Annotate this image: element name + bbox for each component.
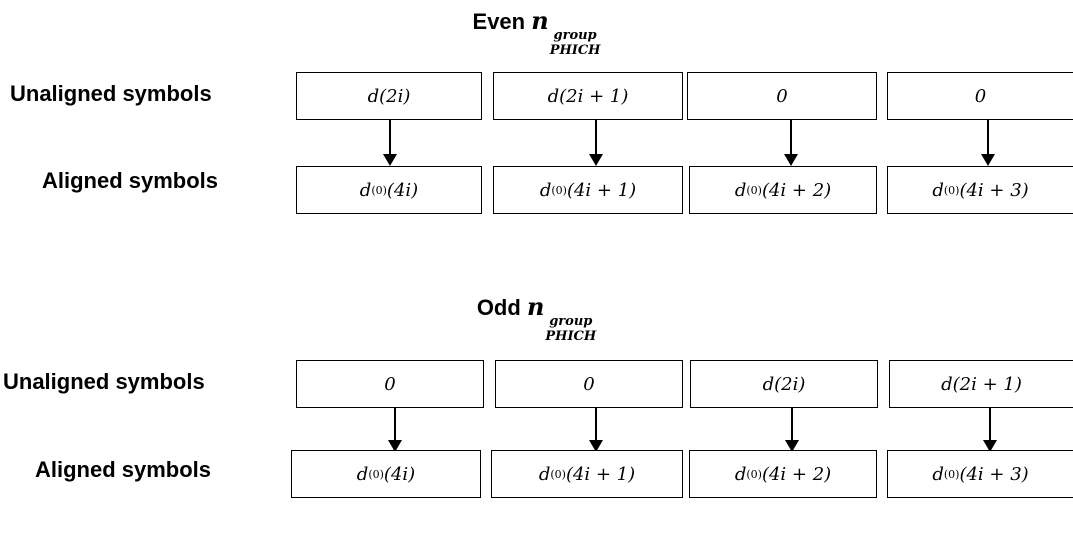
down-arrow-icon [981, 120, 995, 166]
symbol-base: d [539, 179, 552, 201]
symbol-superscript: (0) [551, 183, 567, 197]
symbol-text: d(2i + 1) [547, 85, 629, 107]
symbol-superscript: (0) [368, 467, 384, 481]
symbol-argument: (4i) [383, 463, 416, 485]
unaligned-symbol-box: d(2i) [296, 72, 482, 120]
symbol-superscript: (0) [943, 467, 960, 481]
aligned-symbol-box: d(0)(4i + 2) [689, 450, 877, 498]
symbol-base: d [932, 463, 944, 485]
aligned-symbol-box: d(0)(4i + 3) [887, 450, 1073, 498]
aligned-label: Aligned symbols [35, 457, 212, 482]
symbol-text: 0 [974, 85, 987, 107]
title-variable: n [526, 292, 545, 321]
symbol-superscript: (0) [371, 183, 387, 197]
unaligned-label: Unaligned symbols [3, 369, 205, 394]
title-variable: n [531, 6, 549, 35]
unaligned-symbol-box: d(2i + 1) [889, 360, 1073, 408]
down-arrow-icon [983, 408, 997, 452]
symbol-base: d [356, 463, 369, 485]
symbol-text: 0 [583, 373, 595, 395]
down-arrow-icon [383, 120, 397, 166]
title-superscript: group [553, 28, 597, 43]
symbol-text: d(2i) [367, 85, 411, 107]
aligned-symbol-box: d(0)(4i) [291, 450, 481, 498]
title-subscript: PHICH [549, 43, 601, 58]
down-arrow-icon [388, 408, 402, 452]
symbol-superscript: (0) [746, 467, 762, 481]
symbol-argument: (4i + 1) [566, 179, 637, 201]
aligned-symbol-box: d(0)(4i + 3) [887, 166, 1073, 214]
symbol-base: d [359, 179, 372, 201]
title-subscript: PHICH [545, 329, 597, 344]
symbol-argument: (4i + 1) [565, 463, 636, 485]
symbol-superscript: (0) [746, 183, 762, 197]
title-superscript: group [549, 314, 593, 329]
symbol-base: d [932, 179, 944, 201]
symbol-text: d(2i + 1) [941, 373, 1022, 395]
down-arrow-icon [784, 120, 798, 166]
symbol-base: d [538, 463, 551, 485]
symbol-superscript: (0) [550, 467, 566, 481]
unaligned-symbol-box: 0 [296, 360, 484, 408]
unaligned-symbol-box: d(2i) [690, 360, 878, 408]
symbol-argument: (4i + 3) [959, 463, 1029, 485]
symbol-text: 0 [776, 85, 788, 107]
aligned-symbol-box: d(0)(4i + 1) [493, 166, 683, 214]
aligned-symbol-box: d(0)(4i + 2) [689, 166, 877, 214]
unaligned-symbol-box: 0 [687, 72, 877, 120]
title-prefix: Even [472, 9, 526, 34]
aligned-symbol-box: d(0)(4i + 1) [491, 450, 683, 498]
down-arrow-icon [589, 408, 603, 452]
title-prefix: Odd [476, 295, 521, 320]
symbol-argument: (4i) [386, 179, 419, 201]
down-arrow-icon [785, 408, 799, 452]
symbol-base: d [734, 179, 747, 201]
unaligned-symbol-box: 0 [495, 360, 683, 408]
unaligned-label: Unaligned symbols [10, 81, 212, 106]
symbol-text: 0 [384, 373, 396, 395]
aligned-label: Aligned symbols [42, 168, 219, 193]
down-arrow-icon [589, 120, 603, 166]
symbol-base: d [734, 463, 747, 485]
aligned-symbol-box: d(0)(4i) [296, 166, 482, 214]
symbol-argument: (4i + 2) [761, 179, 832, 201]
unaligned-symbol-box: d(2i + 1) [493, 72, 683, 120]
symbol-superscript: (0) [943, 183, 960, 197]
symbol-argument: (4i + 3) [959, 179, 1029, 201]
unaligned-symbol-box: 0 [887, 72, 1073, 120]
symbol-text: d(2i) [762, 373, 806, 395]
symbol-argument: (4i + 2) [761, 463, 832, 485]
